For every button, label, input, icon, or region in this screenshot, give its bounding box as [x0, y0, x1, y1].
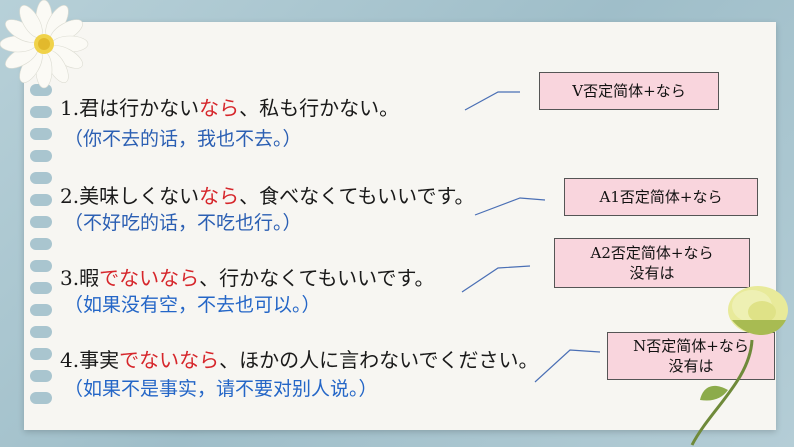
- sentence-1-post: 、私も行かない。: [239, 96, 400, 120]
- grammar-box-2: A1否定简体+なら: [564, 178, 758, 216]
- grammar-box-4-line1: N否定简体+なら: [633, 337, 749, 355]
- sentence-3: 3.暇でないなら、行かなくてもいいです。: [60, 262, 435, 291]
- sentence-4-pre: 4.事実: [60, 348, 120, 372]
- grammar-box-3-line1: A2否定简体+なら: [590, 244, 714, 262]
- sentence-2-grammar: なら: [199, 184, 240, 208]
- sentence-1-grammar: なら: [199, 96, 240, 120]
- translation-3: （如果没有空，不去也可以。）: [64, 294, 321, 316]
- notebook-holes: [30, 62, 54, 422]
- rose-flower-icon: [690, 286, 788, 446]
- sentence-3-pre: 3.暇: [60, 266, 100, 290]
- grammar-box-4: N否定简体+なら 没有は: [607, 332, 775, 380]
- translation-1: （你不去的话，我也不去。）: [64, 128, 302, 150]
- sentence-1: 1.君は行かないなら、私も行かない。: [60, 92, 399, 121]
- sentence-4-post: 、ほかの人に言わないでください。: [219, 348, 539, 372]
- sentence-2-pre: 2.美味しくない: [60, 184, 200, 208]
- sentence-4-grammar: でないなら: [119, 348, 220, 372]
- sentence-3-grammar: でないなら: [99, 266, 200, 290]
- daisy-flower-icon: [0, 0, 89, 89]
- sentence-4: 4.事実でないなら、ほかの人に言わないでください。: [60, 344, 539, 373]
- sentence-3-post: 、行かなくてもいいです。: [199, 266, 435, 290]
- grammar-box-2-line1: A1否定简体+なら: [599, 188, 723, 206]
- translation-2: （不好吃的话，不吃也行。）: [64, 212, 302, 234]
- grammar-box-3-line2: 没有は: [629, 264, 675, 282]
- translation-4: （如果不是事实，请不要对别人说。）: [64, 378, 378, 400]
- grammar-box-3: A2否定简体+なら 没有は: [554, 238, 750, 288]
- sentence-1-pre: 1.君は行かない: [60, 96, 200, 120]
- grammar-box-1: V否定简体+なら: [539, 72, 719, 110]
- grammar-box-1-line1: V否定简体+なら: [572, 82, 686, 100]
- grammar-box-4-line2: 没有は: [668, 357, 714, 375]
- sentence-2-post: 、食べなくてもいいです。: [239, 184, 475, 208]
- sentence-2: 2.美味しくないなら、食べなくてもいいです。: [60, 180, 475, 209]
